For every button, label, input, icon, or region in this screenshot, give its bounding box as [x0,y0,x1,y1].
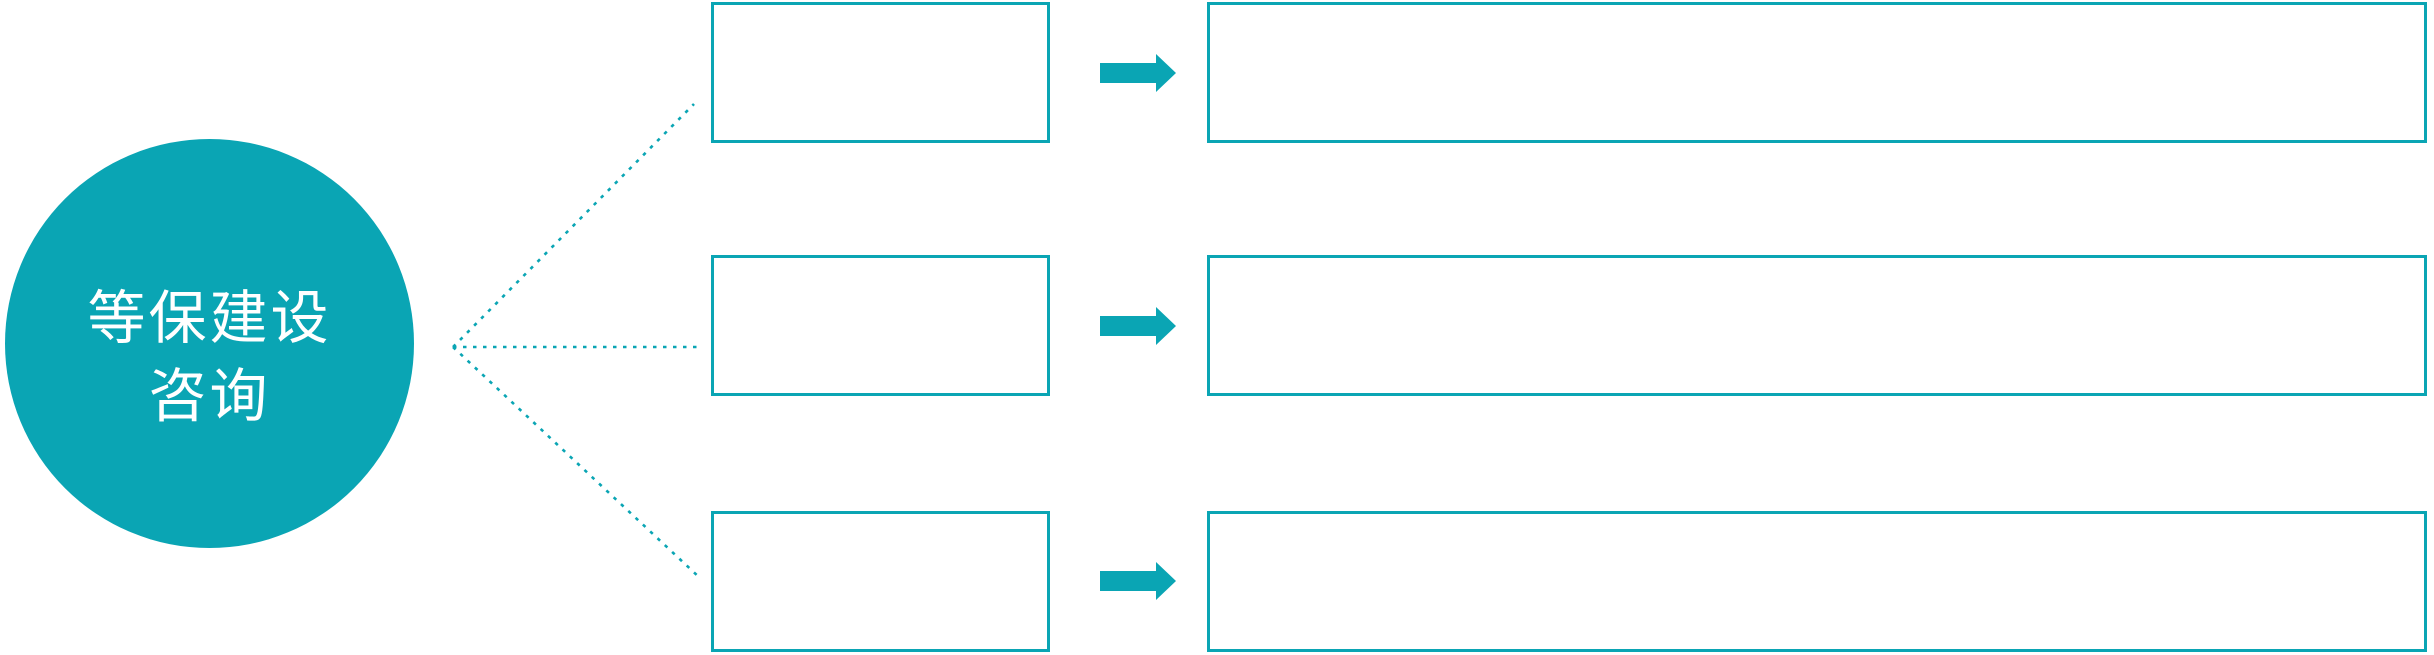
row-2-large-box [1207,255,2427,396]
hub-label: 等保建设 咨询 [87,252,331,436]
row-2-small-box [711,255,1050,396]
row-1-arrow-right-icon [1100,54,1176,92]
row-1-large-box [1207,2,2427,143]
connector-line-bottom [452,346,701,579]
row-1-small-box [711,2,1050,143]
row-3-large-box [1207,511,2427,652]
row-3-arrow-right-icon [1100,562,1176,600]
row-2-arrow-right-icon [1100,307,1176,345]
hub-label-line-2: 咨询 [148,363,271,429]
hub-circle: 等保建设 咨询 [5,139,414,548]
row-3-small-box [711,511,1050,652]
hub-label-line-1: 等保建设 [87,285,332,351]
connector-line-top [452,103,695,348]
